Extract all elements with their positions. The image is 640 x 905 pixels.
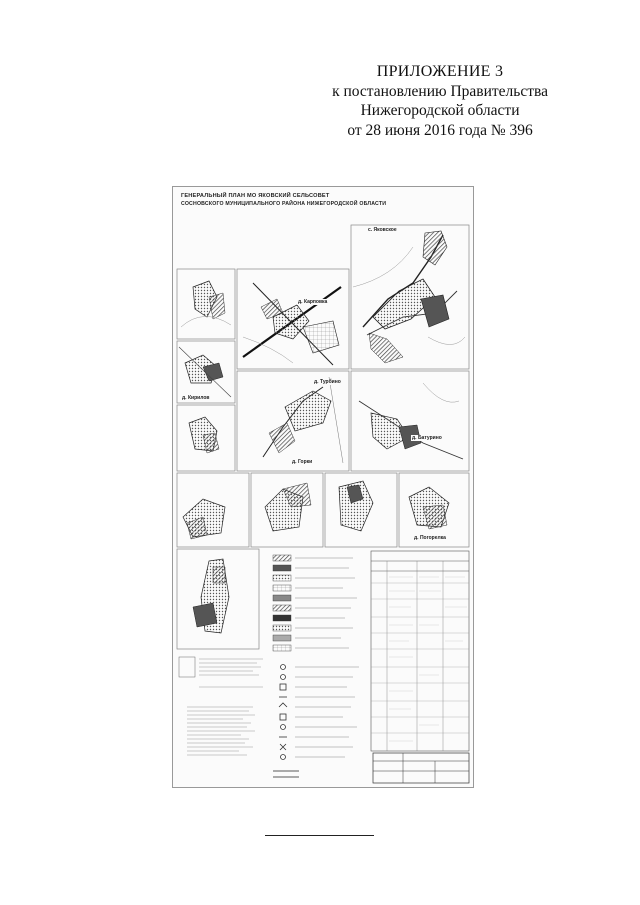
notes-block bbox=[178, 656, 263, 756]
map-label-gorki: д. Горки bbox=[291, 459, 314, 465]
annex-date: от 28 июня 2016 года № 396 bbox=[347, 121, 533, 139]
sheet-maps bbox=[176, 224, 470, 784]
map-label-pogorelka: д. Погорелка bbox=[413, 535, 447, 541]
map-yakovskoe bbox=[352, 230, 466, 364]
map-large-bottom-left bbox=[192, 558, 230, 634]
map-karpovka bbox=[242, 282, 342, 366]
map-left-3 bbox=[188, 416, 220, 454]
map-frames bbox=[176, 224, 470, 650]
map-label-karpovka: д. Карповка bbox=[297, 299, 329, 305]
title-block-stamp bbox=[372, 752, 470, 784]
annex-resolution: к постановлению Правительства bbox=[332, 82, 548, 100]
map-bottom-4 bbox=[408, 486, 450, 530]
annex-header: ПРИЛОЖЕНИЕ 3 к постановлению Правительст… bbox=[332, 62, 548, 140]
legend-column bbox=[272, 554, 359, 760]
map-label-baturino: д. Батурино bbox=[411, 435, 443, 441]
page-rule bbox=[265, 835, 374, 836]
sheet-title-line2: СОСНОВСКОГО МУНИЦИПАЛЬНОГО РАЙОНА НИЖЕГО… bbox=[181, 200, 387, 207]
map-bottom-1 bbox=[182, 498, 226, 540]
summary-table bbox=[370, 550, 470, 752]
map-bottom-3 bbox=[338, 480, 374, 532]
sheet-title-line1: ГЕНЕРАЛЬНЫЙ ПЛАН МО ЯКОВСКИЙ СЕЛЬСОВЕТ bbox=[181, 193, 330, 199]
sheet-title: ГЕНЕРАЛЬНЫЙ ПЛАН МО ЯКОВСКИЙ СЕЛЬСОВЕТ С… bbox=[181, 193, 441, 208]
map-label-turbino: д. Турбино bbox=[313, 379, 342, 385]
annex-region: Нижегородской области bbox=[360, 102, 520, 119]
map-bottom-2 bbox=[264, 482, 312, 532]
master-plan-sheet: ГЕНЕРАЛЬНЫЙ ПЛАН МО ЯКОВСКИЙ СЕЛЬСОВЕТ С… bbox=[172, 186, 474, 788]
map-label-kirilovka: д. Кирилов bbox=[181, 395, 211, 401]
map-baturino bbox=[358, 382, 464, 460]
annex-number: ПРИЛОЖЕНИЕ 3 bbox=[376, 63, 504, 80]
scale-bars bbox=[273, 770, 299, 778]
map-turbino bbox=[262, 376, 344, 464]
map-label-yakovskoe: с. Яковское bbox=[367, 227, 398, 233]
map-left-1 bbox=[180, 280, 232, 328]
map-left-2 bbox=[178, 346, 232, 398]
